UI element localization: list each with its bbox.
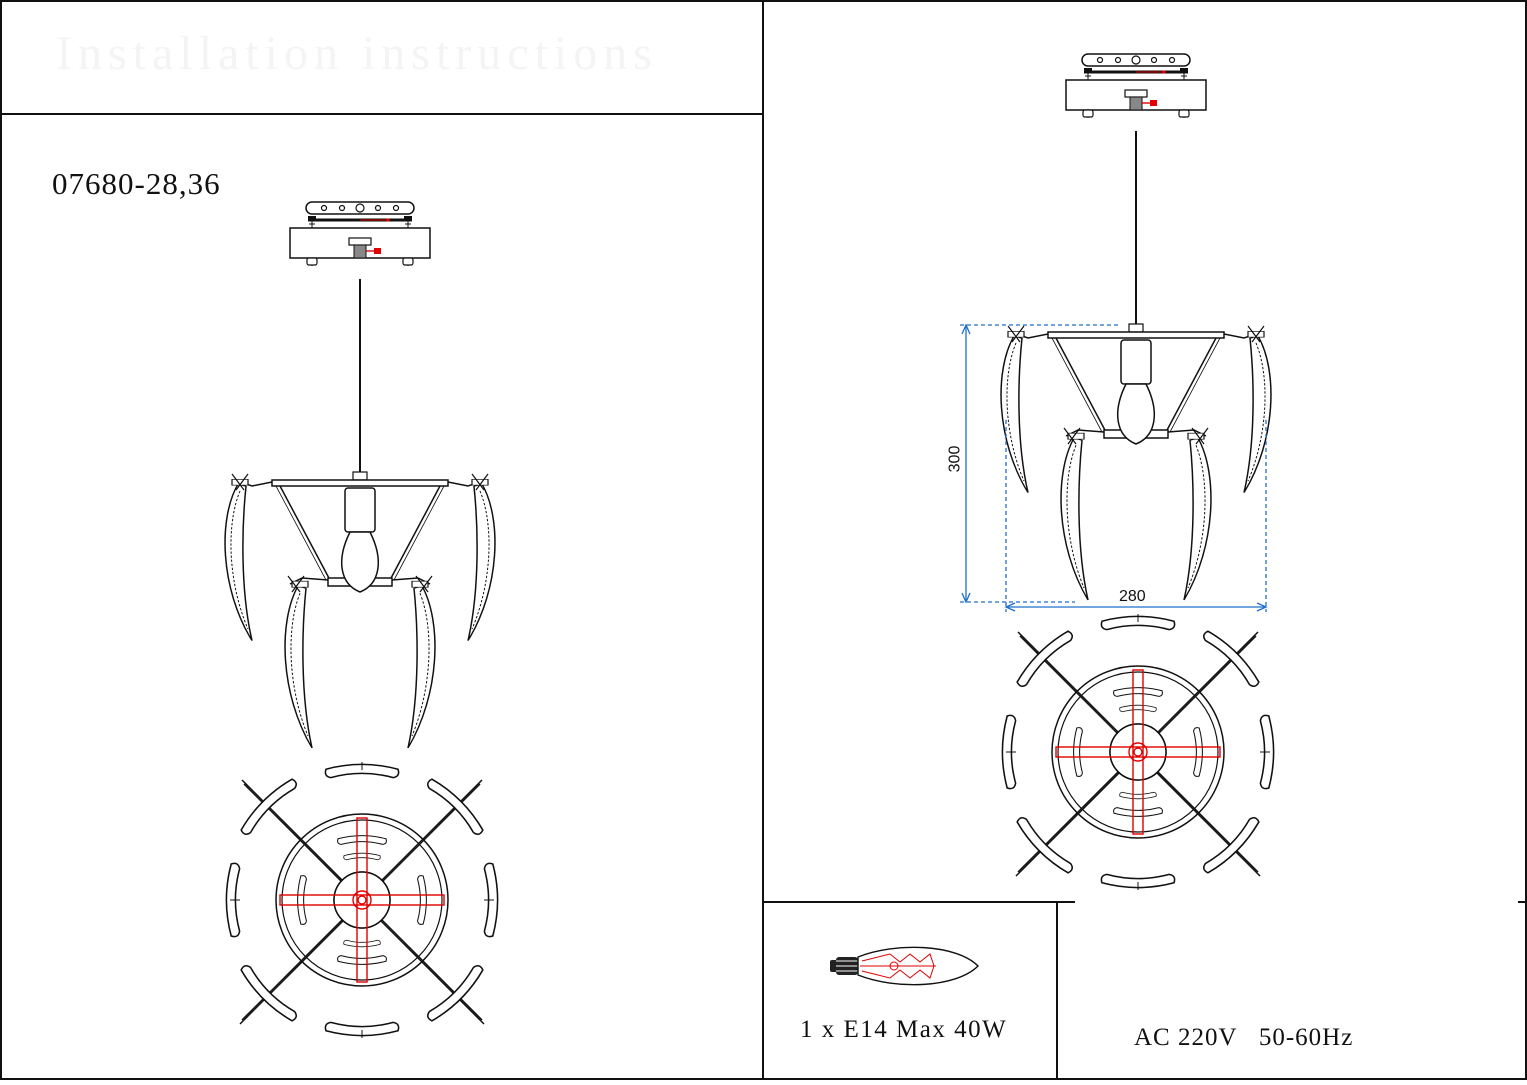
right-lamp-top-view <box>1002 614 1273 890</box>
left-lamp-side-view <box>225 472 495 748</box>
right-canopy <box>1064 52 1208 120</box>
height-dimension-label: 300 <box>946 445 964 473</box>
right-lamp-side-view <box>1001 324 1271 600</box>
page-title: Installation instructions <box>56 27 658 80</box>
model-number: 07680-28,36 <box>52 166 221 201</box>
bulb-spec-text: 1 x E14 Max 40W <box>800 1016 1008 1043</box>
left-lamp-top-view <box>226 762 497 1038</box>
width-dimension-label: 280 <box>1119 588 1146 605</box>
power-spec-text: AC 220V 50-60Hz <box>1134 1024 1354 1051</box>
left-canopy <box>288 200 432 268</box>
e14-bulb-icon <box>829 946 979 986</box>
dimension-lines <box>960 323 1268 612</box>
